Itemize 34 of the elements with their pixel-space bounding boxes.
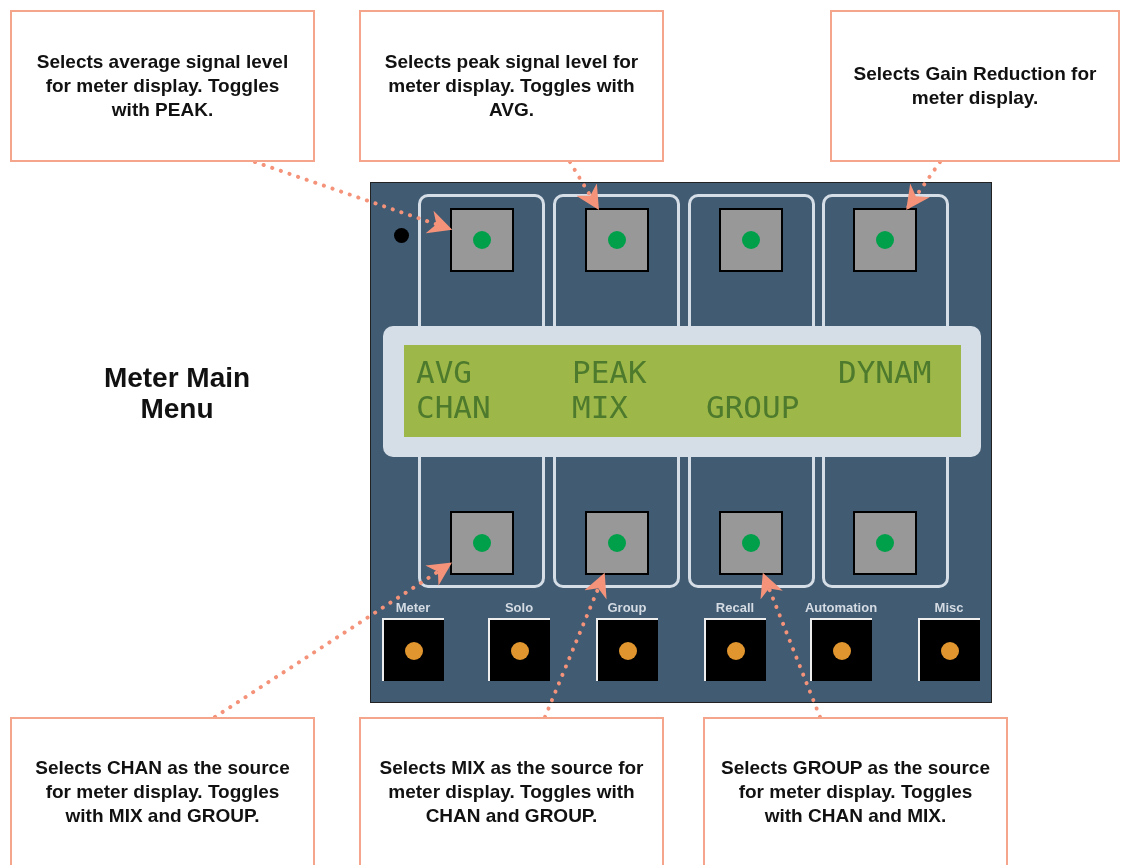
key-label: Meter — [394, 600, 432, 615]
callout-box: Selects Gain Reduction for meter display. — [830, 10, 1120, 162]
display-text: MIX — [572, 390, 628, 424]
soft-key — [450, 511, 514, 575]
soft-key — [719, 208, 783, 272]
display-text: DYNAM — [838, 355, 932, 389]
leader-arrow — [760, 572, 822, 719]
soft-key — [585, 208, 649, 272]
display-text: AVG — [416, 355, 472, 389]
soft-key — [719, 511, 783, 575]
key-label: Automation — [803, 600, 879, 615]
display-text: PEAK — [572, 355, 647, 389]
key-label: Group — [606, 600, 648, 615]
key-label: Misc — [933, 600, 965, 615]
display-text: GROUP — [706, 390, 800, 424]
lcd-screen — [404, 345, 961, 437]
callout-box: Selects average signal level for meter display. Toggles with PEAK. — [10, 10, 315, 162]
leader-arrow — [905, 160, 942, 210]
callout-box: Selects CHAN as the source for meter display. Toggles with MIX and GROUP. — [10, 717, 315, 865]
callout-box: Selects MIX as the source for meter display. Toggles with CHAN and GROUP. — [359, 717, 664, 865]
leader-arrow — [543, 572, 607, 719]
callout-box: Selects peak signal level for meter display. Toggles with AVG. — [359, 10, 664, 162]
leader-arrow — [213, 561, 452, 719]
soft-key — [853, 511, 917, 575]
key-label: Recall — [714, 600, 756, 615]
soft-key — [853, 208, 917, 272]
leader-arrow — [568, 160, 600, 211]
callout-box: Selects GROUP as the source for meter display. Toggles with CHAN and MIX. — [703, 717, 1008, 865]
leader-arrow — [253, 160, 453, 234]
display-text: CHAN — [416, 390, 491, 424]
soft-key — [585, 511, 649, 575]
menu-title: Meter Main Menu — [102, 362, 252, 424]
key-label: Solo — [503, 600, 535, 615]
soft-key — [450, 208, 514, 272]
